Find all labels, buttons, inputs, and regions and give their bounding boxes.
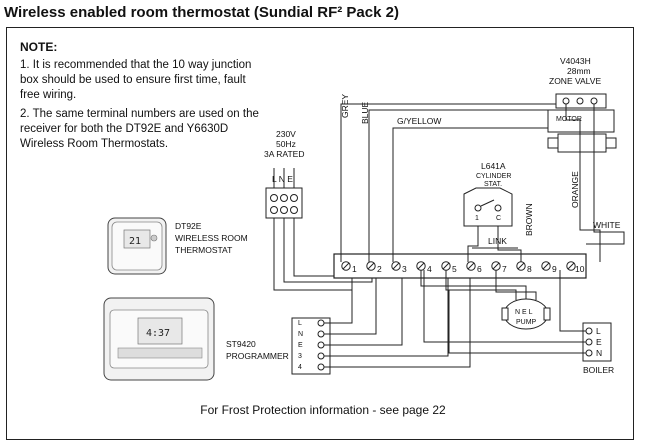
programmer-display: 4:37	[146, 328, 170, 339]
valve-size-label: 28mm	[567, 66, 591, 76]
junction-terminal-7: 7	[502, 264, 507, 274]
cylinder-stat-terminal-c: C	[496, 215, 501, 222]
cylinder-stat-terminal-1: 1	[475, 215, 479, 222]
programmer-name-label: PROGRAMMER	[226, 351, 289, 361]
valve-motor-housing	[547, 109, 615, 133]
valve-white-wire	[586, 104, 625, 245]
wire-label-grey: GREY	[340, 94, 350, 118]
programmer-terminal-label-l: L	[298, 320, 302, 327]
supply-terminal-e2	[290, 206, 298, 214]
valve-orange-wire	[565, 104, 601, 262]
gyellow-wire	[392, 127, 548, 262]
cylinder-stat-model-label: L641A	[481, 161, 506, 171]
grey-wire	[340, 103, 556, 262]
supply-terminal-l	[270, 194, 278, 202]
supply-block: 230V 50Hz 3A RATED L N E	[264, 129, 399, 291]
junction-terminal-2: 2	[377, 264, 382, 274]
blue-wire	[368, 109, 548, 262]
supply-terminal-n2	[280, 206, 288, 214]
supply-terminal-n	[280, 194, 288, 202]
note-heading: NOTE:	[20, 40, 58, 54]
boiler: L E N BOILER	[582, 322, 614, 375]
page-title: Wireless enabled room thermostat (Sundia…	[4, 4, 399, 21]
cylinder-stat-stat-label: STAT.	[484, 181, 502, 188]
supply-terminal-labels: L N E	[272, 174, 293, 184]
junction-terminal-6: 6	[477, 264, 482, 274]
boiler-n-wire	[448, 290, 586, 354]
programmer-n-wire	[324, 270, 377, 335]
boiler-e-wire	[423, 270, 586, 343]
programmer-model-label: ST9420	[226, 339, 256, 349]
programmer-terminal-label-4: 4	[298, 364, 302, 371]
junction-terminal-4: 4	[427, 264, 432, 274]
wire-label-blue: BLUE	[360, 101, 370, 124]
cylinder-stat: L641A CYLINDER STAT. 1 C	[463, 161, 513, 227]
pump-n-wire	[445, 270, 517, 300]
programmer-3-wire	[324, 270, 449, 357]
valve-model-label: V4043H	[560, 56, 591, 66]
thermostat-type-label: WIRELESS ROOM	[175, 233, 248, 243]
programmer-l-wire	[324, 270, 353, 324]
thermostat-display: 21	[129, 236, 141, 247]
pump-l-wire	[495, 270, 537, 300]
junction-terminal-8: 8	[527, 264, 532, 274]
junction-terminal-5: 5	[452, 264, 457, 274]
junction-terminal-10: 10	[575, 264, 585, 274]
supply-voltage-label: 230V	[276, 129, 296, 139]
supply-rating-label: 3A RATED	[264, 149, 304, 159]
brown-wire	[497, 226, 522, 262]
frost-protection-footer: For Frost Protection information - see p…	[200, 403, 446, 417]
note-item-1: 1. It is recommended that the 10 way jun…	[20, 59, 252, 101]
wire-label-link: LINK	[488, 236, 507, 246]
programmer-terminal-block: L N E 3 4	[291, 317, 331, 375]
boiler-label: BOILER	[583, 365, 614, 375]
junction-terminal-1: 1	[352, 264, 357, 274]
boiler-terminal-l: L	[596, 326, 601, 336]
dt92e-thermostat: 21	[107, 217, 167, 275]
thermostat-model-label: DT92E	[175, 221, 202, 231]
programmer-terminal-label-3: 3	[298, 353, 302, 360]
programmer-4-wire	[324, 270, 471, 368]
supply-in-wires	[273, 168, 295, 188]
st9420-programmer: 4:37	[103, 297, 215, 381]
wire-label-white: WHITE	[593, 220, 621, 230]
junction-terminal-9: 9	[552, 264, 557, 274]
note-panel: NOTE: 1. It is recommended that the 10 w…	[20, 40, 260, 156]
cylinder-stat-1-wire	[467, 226, 479, 262]
wire-label-orange: ORANGE	[570, 171, 580, 208]
diagram-frame	[6, 27, 634, 440]
valve-type-label: ZONE VALVE	[549, 76, 601, 86]
zone-valve: V4043H 28mm ZONE VALVE MOTOR	[547, 56, 617, 153]
thermostat-name-label: THERMOSTAT	[175, 245, 232, 255]
pump-label: PUMP	[516, 319, 537, 326]
programmer-terminal-label-n: N	[298, 331, 303, 338]
junction-terminals	[341, 261, 576, 271]
supply-frequency-label: 50Hz	[276, 139, 296, 149]
valve-body	[557, 133, 607, 153]
junction-terminal-3: 3	[402, 264, 407, 274]
wire-label-gyellow: G/YELLOW	[397, 116, 441, 126]
junction-box: 1 2 3 4 5 6 7 8 9 10	[333, 253, 587, 279]
boiler-terminal-e: E	[596, 337, 602, 347]
programmer-e-wire	[324, 270, 403, 346]
pump: N E L PUMP	[501, 298, 551, 330]
boiler-l-wire	[559, 270, 586, 332]
cylinder-stat-body	[463, 187, 513, 227]
pump-terminal-labels: N E L	[515, 309, 533, 316]
note-item-2: 2. The same terminal numbers are used on…	[20, 108, 259, 150]
cylinder-stat-type-label: CYLINDER	[476, 173, 511, 180]
supply-terminal-e	[290, 194, 298, 202]
supply-terminal-l2	[270, 206, 278, 214]
programmer-terminal-label-e: E	[298, 342, 303, 349]
boiler-terminal-n: N	[596, 348, 602, 358]
wire-label-brown: BROWN	[524, 203, 534, 236]
